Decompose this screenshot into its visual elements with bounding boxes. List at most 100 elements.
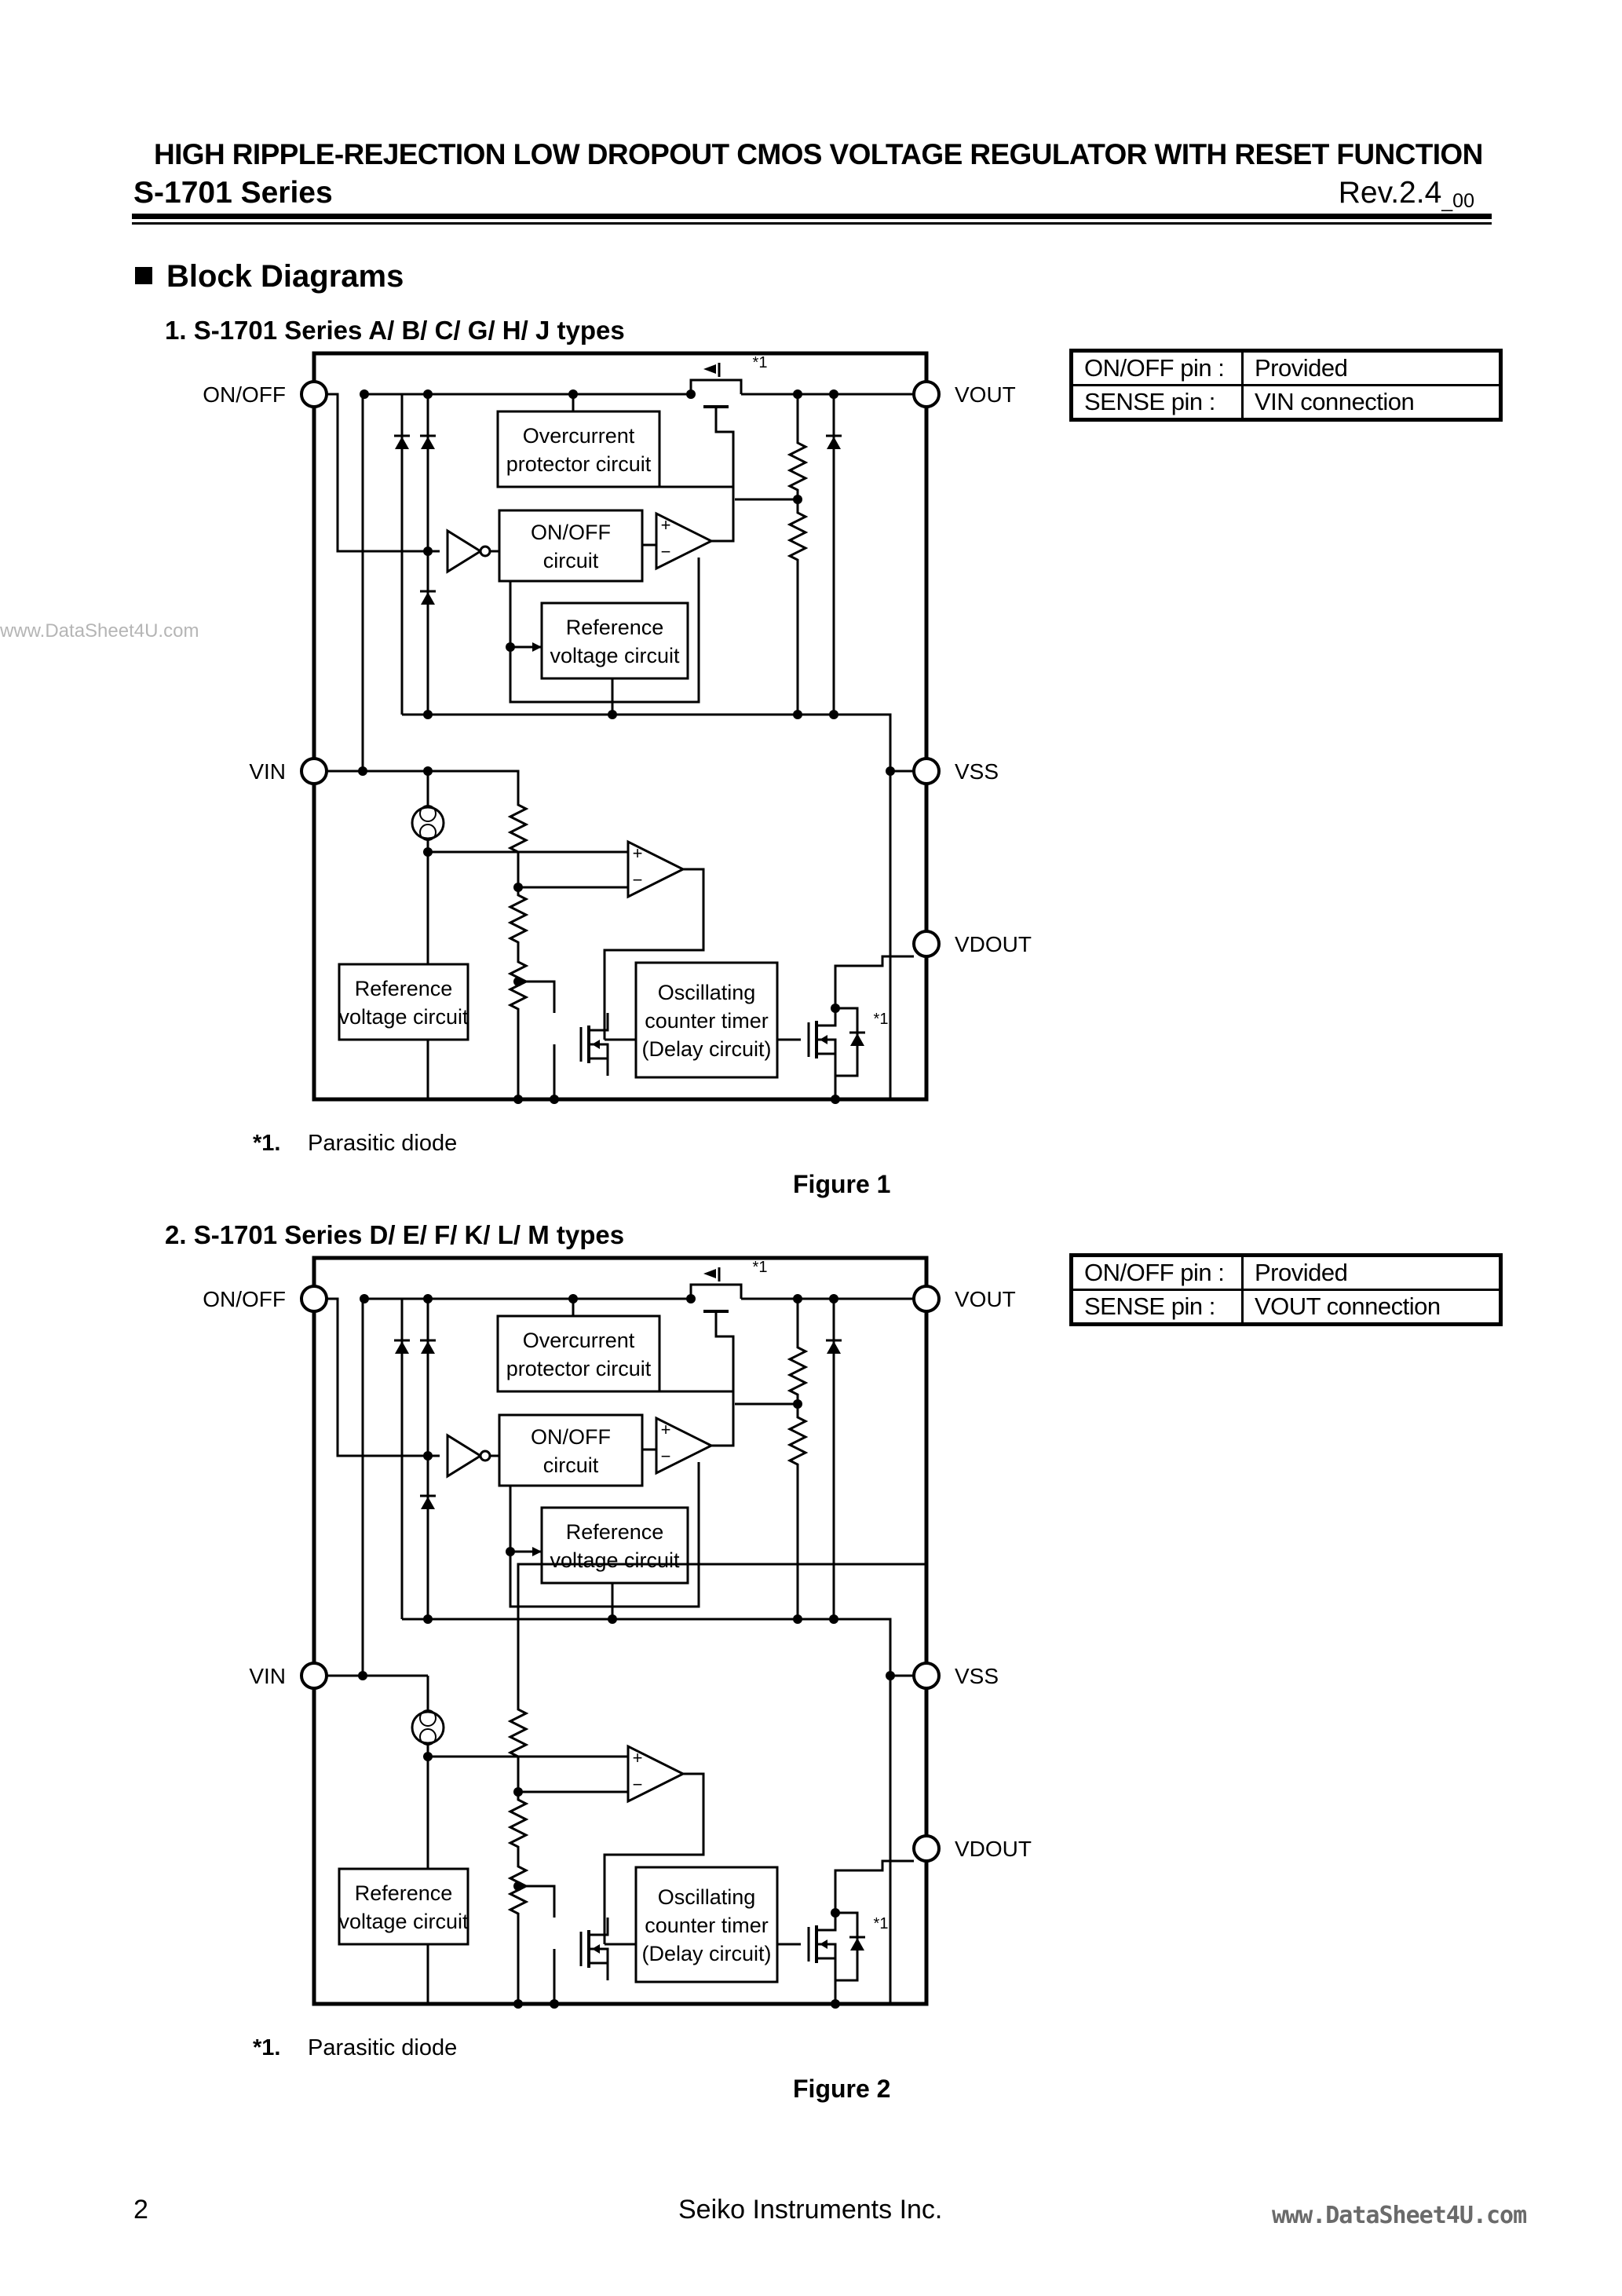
wire: [689, 1283, 743, 1299]
junction-dot: [550, 1095, 559, 1104]
resistor: [507, 1855, 529, 1925]
oscillator-block-label: counter timer: [645, 1914, 769, 1937]
oscillator-block: [634, 1866, 779, 1983]
diode: [395, 437, 409, 449]
junction-dot: [513, 1095, 523, 1104]
wire: [327, 393, 440, 553]
minus-sign: −: [633, 870, 643, 890]
vin-label: VIN: [249, 1664, 286, 1688]
diode: [827, 437, 841, 449]
oscillator-block-label: counter timer: [645, 1009, 769, 1033]
wire: [589, 1013, 609, 1032]
junction-dot: [506, 642, 515, 652]
vin-label: VIN: [249, 759, 286, 784]
watermark-left: www.DataSheet4U.com: [0, 620, 199, 642]
diode: [421, 437, 435, 449]
onoff-block-label: ON/OFF: [531, 521, 611, 544]
vss-pin: [912, 1662, 941, 1690]
header-rule: [132, 214, 1492, 219]
junction-dot: [513, 1999, 523, 2009]
resistor: [787, 1404, 809, 1478]
figure-2-caption: Figure 2: [793, 2075, 891, 2103]
vout-label: VOUT: [955, 382, 1016, 407]
wire: [711, 499, 735, 543]
table-row: SENSE pin :VIN connection: [1070, 384, 1502, 421]
table-row: SENSE pin :VOUT connection: [1070, 1289, 1502, 1325]
current-source: [411, 1710, 445, 1745]
overcurrent-block: [496, 410, 661, 488]
series-name: S-1701 Series: [133, 176, 333, 210]
onoff-block-label: circuit: [543, 1453, 599, 1477]
section-title: Block Diagrams: [135, 259, 404, 294]
wire: [603, 868, 705, 1040]
plus-sign: +: [633, 1748, 643, 1768]
onoff-block-label: ON/OFF: [531, 1425, 611, 1449]
wire: [816, 1913, 837, 1932]
square-bullet-icon: [135, 267, 152, 284]
resistor: [507, 1792, 529, 1855]
figure-1-caption: Figure 1: [793, 1170, 891, 1198]
error-amp: [655, 511, 714, 571]
vss-label: VSS: [955, 1664, 999, 1688]
ref-voltage-bottom-block: [338, 963, 469, 1041]
footnote-mark: *1: [874, 1011, 889, 1028]
resistor: [787, 499, 809, 573]
overcurrent-block-label: Overcurrent: [523, 424, 635, 448]
inverter-bubble: [479, 545, 491, 558]
wire: [589, 1057, 609, 1076]
diode: [850, 1033, 864, 1046]
onoff-block-label: circuit: [543, 549, 599, 572]
ref-voltage-top-block: [540, 601, 689, 680]
wire: [689, 378, 743, 394]
oscillator-block-label: Oscillating: [658, 1885, 756, 1909]
mos-arrow: [592, 1944, 600, 1954]
diagram-1-footnote: *1.Parasitic diode: [253, 1131, 458, 1156]
plus-sign: +: [661, 515, 671, 535]
wire: [816, 1052, 837, 1071]
vdout-pin: [912, 930, 941, 958]
detector-comparator: [627, 1744, 686, 1804]
junction-dot: [831, 1095, 840, 1104]
revision: Rev.2.4_00: [1338, 176, 1474, 212]
arrow: [532, 1547, 542, 1556]
vin-pin: [300, 1662, 328, 1690]
wire: [518, 980, 556, 1013]
wire: [517, 1563, 926, 1698]
diode: [421, 592, 435, 605]
error-amp: [655, 1416, 714, 1475]
wire: [589, 1961, 609, 1980]
junction-dot: [423, 547, 433, 556]
vdout-pin: [912, 1834, 941, 1863]
junction-dot: [793, 710, 802, 719]
resistor: [507, 1698, 529, 1768]
arrow: [532, 642, 542, 652]
oscillator-block: [634, 961, 779, 1079]
ref-voltage-top-block-label: voltage circuit: [550, 644, 680, 667]
detector-comparator: [627, 839, 686, 899]
oscillator-block-label: (Delay circuit): [641, 1942, 771, 1965]
footnote-mark: *1: [753, 1259, 768, 1276]
footnote-mark: *1: [753, 354, 768, 371]
diode: [850, 1938, 864, 1951]
diagram-2-footnote: *1.Parasitic diode: [253, 2035, 458, 2060]
wire: [509, 1462, 700, 1608]
current-source-inner: [419, 1709, 437, 1727]
diode: [395, 1341, 409, 1354]
wire: [711, 1404, 735, 1447]
junction-dot: [360, 1294, 369, 1303]
page-number: 2: [133, 2195, 148, 2225]
pin-table-1: ON/OFF pin :Provided SENSE pin :VIN conn…: [1069, 349, 1503, 422]
wire: [816, 1008, 837, 1027]
mos-arrow: [592, 1040, 600, 1049]
wire: [714, 407, 735, 448]
junction-dot: [423, 1451, 433, 1461]
wire: [834, 955, 914, 1008]
onoff-label: ON/OFF: [203, 382, 286, 407]
oscillator-block-label: Oscillating: [658, 981, 756, 1004]
wire: [816, 1957, 837, 1976]
vout-pin: [912, 380, 941, 408]
wire: [518, 1885, 556, 1918]
